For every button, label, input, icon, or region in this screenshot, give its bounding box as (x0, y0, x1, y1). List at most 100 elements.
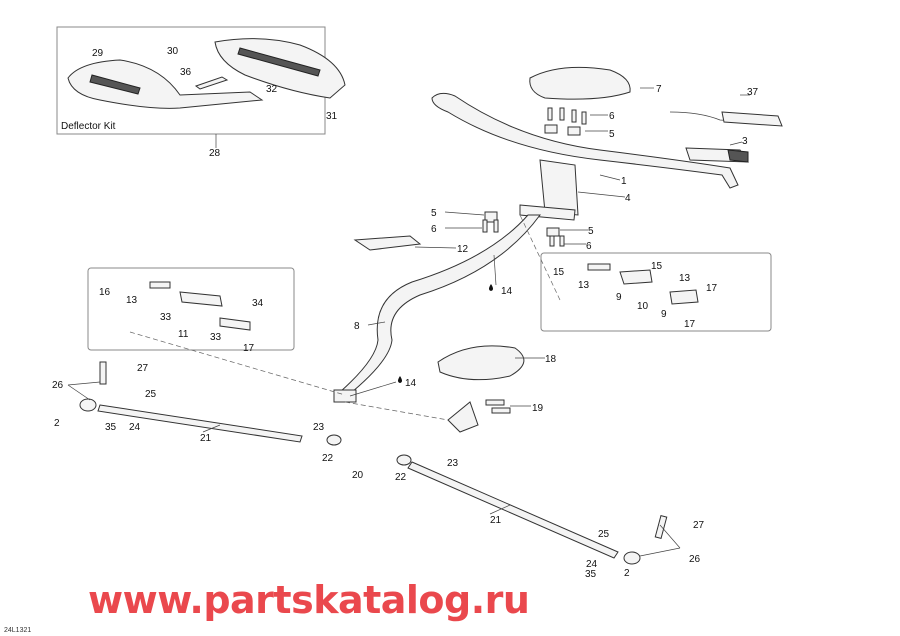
grip-end (727, 149, 749, 163)
bushing (149, 281, 171, 289)
right-detail-inset (540, 252, 772, 332)
callout-5: 5 (431, 208, 437, 219)
callout-22: 22 (322, 453, 334, 464)
callout-31: 31 (326, 111, 338, 122)
callout-14: 14 (405, 378, 417, 389)
bolt (559, 107, 565, 121)
callout-29: 29 (92, 48, 104, 59)
callout-3: 3 (742, 136, 748, 147)
deflector-left-part (67, 59, 264, 109)
callout-4: 4 (625, 193, 631, 204)
heater-wire (669, 111, 781, 125)
callout-19: 19 (532, 403, 544, 414)
callout-6: 6 (609, 111, 615, 122)
deflector-left-vent (89, 74, 141, 95)
left-detail-inset (87, 267, 295, 351)
ball-joint (326, 434, 342, 446)
callout-36: 36 (180, 67, 192, 78)
callout-12: 12 (457, 244, 469, 255)
callout-35: 35 (585, 569, 597, 580)
callout-23: 23 (313, 422, 325, 433)
callout-26: 26 (52, 380, 64, 391)
column-support (447, 401, 479, 433)
callout-23: 23 (447, 458, 459, 469)
deflector-right-vent (237, 47, 321, 77)
callout-26: 26 (689, 554, 701, 565)
ball-joint (396, 454, 412, 466)
column-clamp (179, 291, 223, 307)
column-boot (437, 345, 525, 381)
callout-27: 27 (137, 363, 149, 374)
drawing-code: 24L1321 (4, 627, 32, 634)
callout-16: 16 (99, 287, 111, 298)
callout-28: 28 (209, 148, 221, 159)
callout-37: 37 (747, 87, 759, 98)
callout-15: 15 (651, 261, 663, 272)
column-cover (353, 235, 422, 251)
bolt (99, 361, 107, 385)
callout-9: 9 (616, 292, 622, 303)
bolt (485, 399, 505, 406)
callout-33: 33 (160, 312, 172, 323)
bushing (587, 263, 611, 271)
tie-rod-left (97, 404, 303, 443)
callout-1: 1 (621, 176, 627, 187)
deflector-decal (194, 76, 229, 90)
column-clamp (619, 269, 653, 285)
watermark: www.partskatalog.ru (88, 578, 530, 622)
callout-6: 6 (431, 224, 437, 235)
callout-33: 33 (210, 332, 222, 343)
callout-15: 15 (553, 267, 565, 278)
column-clamp (219, 317, 251, 331)
callout-25: 25 (598, 529, 610, 540)
clamp (567, 126, 581, 136)
bolt (493, 219, 499, 233)
clamp (484, 211, 498, 223)
tie-rod-right (407, 461, 619, 559)
callout-27: 27 (693, 520, 705, 531)
callout-20: 20 (352, 470, 364, 481)
callout-2: 2 (54, 418, 60, 429)
deflector-kit-label: Deflector Kit (61, 121, 116, 132)
callout-18: 18 (545, 354, 557, 365)
callout-17: 17 (706, 283, 718, 294)
callout-13: 13 (679, 273, 691, 284)
callout-25: 25 (145, 389, 157, 400)
callout-6: 6 (586, 241, 592, 252)
bolt (654, 514, 668, 540)
callout-24: 24 (129, 422, 141, 433)
clamp (544, 124, 558, 134)
bolt (549, 235, 555, 247)
callout-9: 9 (661, 309, 667, 320)
callout-35: 35 (105, 422, 117, 433)
callout-2: 2 (624, 568, 630, 579)
callout-17: 17 (684, 319, 696, 330)
callout-10: 10 (637, 301, 649, 312)
bolt (559, 235, 565, 247)
ball-joint (623, 551, 641, 565)
callout-5: 5 (609, 129, 615, 140)
callout-30: 30 (167, 46, 179, 57)
oil-drop-icon (489, 284, 493, 291)
riser-block (539, 159, 579, 216)
bolt (581, 111, 587, 125)
callout-24: 24 (586, 559, 598, 570)
callout-5: 5 (588, 226, 594, 237)
assembly-line (344, 401, 449, 421)
callout-11: 11 (178, 329, 189, 340)
callout-17: 17 (243, 343, 255, 354)
callout-22: 22 (395, 472, 407, 483)
callout-8: 8 (354, 321, 360, 332)
column-clamp (669, 289, 699, 305)
assembly-line (129, 331, 346, 396)
callout-14: 14 (501, 286, 513, 297)
bolt (491, 407, 511, 414)
callout-21: 21 (490, 515, 502, 526)
callout-7: 7 (656, 84, 662, 95)
bolt (571, 109, 577, 123)
handlebar-pad (529, 66, 631, 100)
callout-34: 34 (252, 298, 264, 309)
